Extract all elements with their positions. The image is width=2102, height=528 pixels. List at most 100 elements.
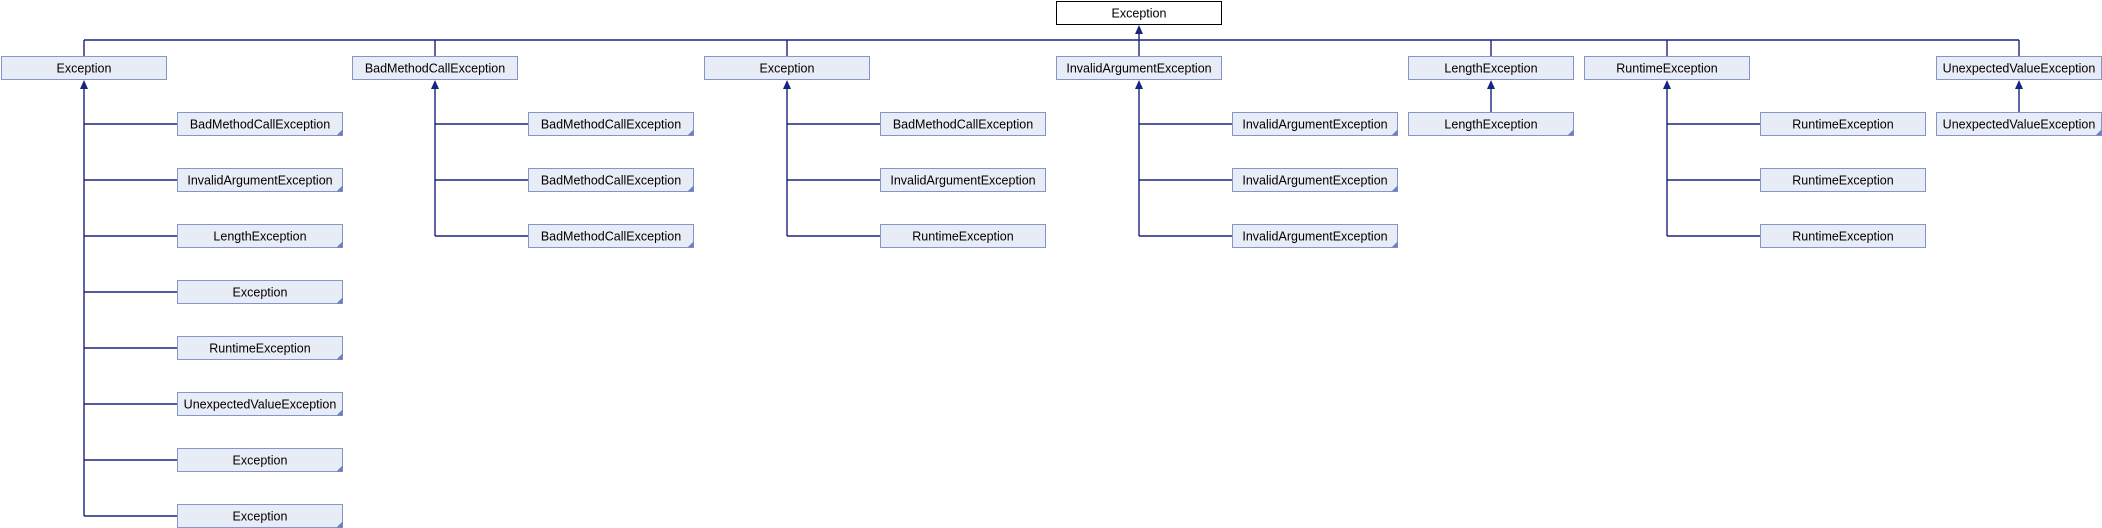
- child-node-5-0[interactable]: RuntimeException: [1760, 112, 1926, 136]
- group-node-0-box: [1, 56, 167, 80]
- root-node-label: Exception: [1112, 7, 1167, 21]
- group-node-0-label: Exception: [57, 62, 112, 76]
- child-node-3-1-label: InvalidArgumentException: [1242, 174, 1387, 188]
- child-node-0-3[interactable]: Exception: [177, 280, 343, 304]
- child-node-2-1-label: InvalidArgumentException: [890, 174, 1035, 188]
- child-node-0-6[interactable]: Exception: [177, 448, 343, 472]
- more-indicator-icon: [1567, 129, 1574, 136]
- inheritance-arrow-icon: [80, 80, 88, 89]
- child-node-0-1[interactable]: InvalidArgumentException: [177, 168, 343, 192]
- child-node-1-0-box: [528, 112, 694, 136]
- child-node-4-0-box: [1408, 112, 1574, 136]
- more-indicator-icon: [336, 241, 343, 248]
- child-node-0-3-label: Exception: [233, 286, 288, 300]
- more-indicator-icon: [336, 353, 343, 360]
- child-node-2-0-label: BadMethodCallException: [893, 118, 1033, 132]
- child-node-5-2-box: [1760, 224, 1926, 248]
- root-node-box: [1056, 1, 1222, 25]
- child-node-2-1[interactable]: InvalidArgumentException: [880, 168, 1046, 192]
- child-node-2-1-box: [880, 168, 1046, 192]
- child-node-1-1-label: BadMethodCallException: [541, 174, 681, 188]
- inheritance-arrow-icon: [783, 80, 791, 89]
- more-indicator-icon: [687, 129, 694, 136]
- inheritance-arrow-icon: [431, 80, 439, 89]
- child-node-1-2[interactable]: BadMethodCallException: [528, 224, 694, 248]
- group-node-4-label: LengthException: [1444, 62, 1537, 76]
- group-node-6-label: UnexpectedValueException: [1943, 62, 2096, 76]
- group-node-0[interactable]: Exception: [1, 56, 167, 80]
- child-node-0-2[interactable]: LengthException: [177, 224, 343, 248]
- child-node-0-0[interactable]: BadMethodCallException: [177, 112, 343, 136]
- child-node-0-2-label: LengthException: [213, 230, 306, 244]
- child-node-0-5-box: [177, 392, 343, 416]
- more-indicator-icon: [336, 465, 343, 472]
- child-node-0-4[interactable]: RuntimeException: [177, 336, 343, 360]
- group-node-5-label: RuntimeException: [1616, 62, 1717, 76]
- child-node-1-1[interactable]: BadMethodCallException: [528, 168, 694, 192]
- child-node-1-2-box: [528, 224, 694, 248]
- group-node-1-box: [352, 56, 518, 80]
- child-node-1-2-label: BadMethodCallException: [541, 230, 681, 244]
- child-node-0-3-box: [177, 280, 343, 304]
- child-node-0-0-label: BadMethodCallException: [190, 118, 330, 132]
- more-indicator-icon: [1391, 129, 1398, 136]
- child-node-0-5-label: UnexpectedValueException: [184, 398, 337, 412]
- child-node-6-0-label: UnexpectedValueException: [1943, 118, 2096, 132]
- group-node-2[interactable]: Exception: [704, 56, 870, 80]
- group-node-3-box: [1056, 56, 1222, 80]
- root-node[interactable]: Exception: [1056, 1, 1222, 25]
- group-node-6[interactable]: UnexpectedValueException: [1936, 56, 2102, 80]
- more-indicator-icon: [687, 185, 694, 192]
- edges: [80, 25, 2023, 517]
- child-node-0-7[interactable]: Exception: [177, 504, 343, 528]
- group-node-2-box: [704, 56, 870, 80]
- more-indicator-icon: [687, 241, 694, 248]
- child-node-5-1-box: [1760, 168, 1926, 192]
- child-node-0-4-box: [177, 336, 343, 360]
- group-node-3[interactable]: InvalidArgumentException: [1056, 56, 1222, 80]
- child-node-1-0[interactable]: BadMethodCallException: [528, 112, 694, 136]
- inheritance-arrow-icon: [1135, 80, 1143, 89]
- more-indicator-icon: [1391, 185, 1398, 192]
- group-node-3-label: InvalidArgumentException: [1066, 62, 1211, 76]
- child-node-1-0-label: BadMethodCallException: [541, 118, 681, 132]
- more-indicator-icon: [336, 297, 343, 304]
- child-node-5-0-box: [1760, 112, 1926, 136]
- more-indicator-icon: [336, 129, 343, 136]
- child-node-3-0-label: InvalidArgumentException: [1242, 118, 1387, 132]
- group-node-1[interactable]: BadMethodCallException: [352, 56, 518, 80]
- more-indicator-icon: [2095, 129, 2102, 136]
- child-node-6-0[interactable]: UnexpectedValueException: [1936, 112, 2102, 136]
- child-node-4-0-label: LengthException: [1444, 118, 1537, 132]
- child-node-3-1[interactable]: InvalidArgumentException: [1232, 168, 1398, 192]
- group-node-1-label: BadMethodCallException: [365, 62, 505, 76]
- more-indicator-icon: [336, 409, 343, 416]
- child-node-0-4-label: RuntimeException: [209, 342, 310, 356]
- child-node-5-2[interactable]: RuntimeException: [1760, 224, 1926, 248]
- child-node-3-0-box: [1232, 112, 1398, 136]
- child-node-0-1-label: InvalidArgumentException: [187, 174, 332, 188]
- more-indicator-icon: [336, 185, 343, 192]
- child-node-2-0-box: [880, 112, 1046, 136]
- group-node-2-label: Exception: [760, 62, 815, 76]
- child-node-0-5[interactable]: UnexpectedValueException: [177, 392, 343, 416]
- child-node-4-0[interactable]: LengthException: [1408, 112, 1574, 136]
- child-node-0-7-label: Exception: [233, 510, 288, 524]
- group-node-5-box: [1584, 56, 1750, 80]
- child-node-2-0[interactable]: BadMethodCallException: [880, 112, 1046, 136]
- child-node-5-1[interactable]: RuntimeException: [1760, 168, 1926, 192]
- child-node-0-6-label: Exception: [233, 454, 288, 468]
- group-node-4-box: [1408, 56, 1574, 80]
- child-node-3-2[interactable]: InvalidArgumentException: [1232, 224, 1398, 248]
- inheritance-arrow-icon: [1487, 80, 1495, 89]
- group-node-4[interactable]: LengthException: [1408, 56, 1574, 80]
- child-node-3-2-label: InvalidArgumentException: [1242, 230, 1387, 244]
- group-node-5[interactable]: RuntimeException: [1584, 56, 1750, 80]
- child-node-2-2[interactable]: RuntimeException: [880, 224, 1046, 248]
- child-node-5-0-label: RuntimeException: [1792, 118, 1893, 132]
- inheritance-arrow-icon: [1135, 25, 1143, 34]
- child-node-3-0[interactable]: InvalidArgumentException: [1232, 112, 1398, 136]
- child-node-0-6-box: [177, 448, 343, 472]
